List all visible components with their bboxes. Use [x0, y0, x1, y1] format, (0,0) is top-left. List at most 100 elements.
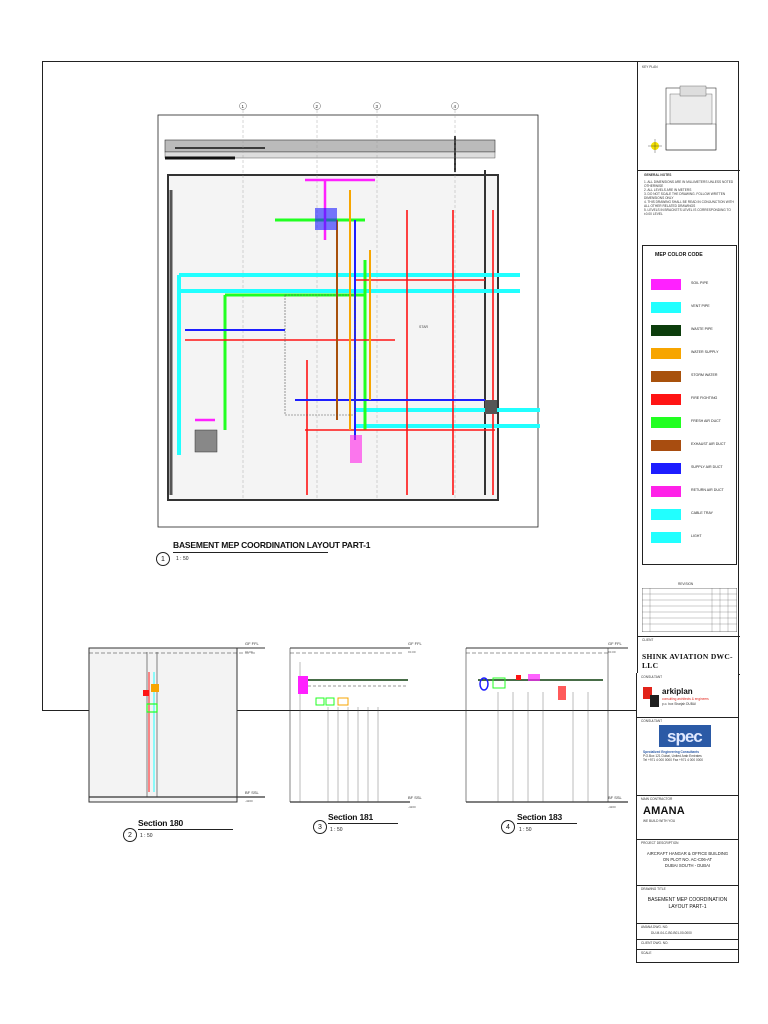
- legend-label: SOIL PIPE: [691, 281, 709, 285]
- divider: [637, 885, 738, 886]
- legend-label: FIRE FIGHTING: [691, 396, 718, 400]
- legend-swatch: [651, 302, 681, 313]
- legend-swatch: [651, 348, 681, 359]
- general-notes-heading: GENERAL NOTES: [644, 173, 672, 177]
- mep-consultant-line2: P.O.Box 121 Dubai, United Arab Emirates: [643, 754, 702, 758]
- divider: [637, 839, 738, 840]
- key-plan-label: KEY PLAN: [642, 65, 658, 69]
- consultant-label: CONSULTANT: [641, 675, 663, 679]
- scale-label: SCALE: [641, 951, 652, 955]
- legend-swatch: [651, 463, 681, 474]
- svg-text:±0.00: ±0.00: [245, 650, 253, 654]
- svg-text:BF SSL: BF SSL: [245, 790, 260, 795]
- legend-label: WATER SUPPLY: [691, 350, 719, 354]
- legend-label: EXHAUST AIR DUCT: [691, 442, 726, 446]
- client-drawing-number-label: CLIENT DWG. NO.: [641, 941, 669, 945]
- consultant-line2: consulting architects & engineers: [662, 697, 709, 701]
- project-label: PROJECT DESCRIPTION: [641, 841, 679, 845]
- svg-text:1: 1: [242, 104, 245, 109]
- project-line: ON PLOT NO. AC-C06-AT: [662, 857, 713, 862]
- section-183-bubble: 4: [501, 820, 515, 834]
- svg-text:-4200: -4200: [408, 805, 416, 809]
- svg-text:±0.00: ±0.00: [608, 650, 616, 654]
- svg-text:spec: spec: [667, 727, 702, 746]
- legend-item: CABLE TRAY: [651, 506, 739, 523]
- contractor-name: AMANA: [643, 805, 685, 817]
- general-notes-list: 1. ALL DIMENSIONS ARE IN MILLIMETERS UNL…: [644, 180, 736, 216]
- legend-item: STORM WATER: [651, 368, 739, 385]
- divider: [637, 717, 738, 718]
- legend-swatch: [651, 325, 681, 336]
- client-label: CLIENT: [642, 638, 654, 642]
- svg-text:BF SSL: BF SSL: [608, 795, 623, 800]
- mep-consultant-name: Specialized Engineering Consultants: [643, 750, 699, 754]
- legend-item: FRESH AIR DUCT: [651, 414, 739, 431]
- legend-label: SUPPLY AIR DUCT: [691, 465, 723, 469]
- drawing-sheet: 1 2 3 4: [42, 61, 740, 842]
- svg-text:-4200: -4200: [245, 799, 253, 803]
- project-line: AIRCRAFT HANGAR & OFFICE BUILDING: [646, 851, 729, 856]
- plan-number-bubble: 1: [156, 552, 170, 566]
- legend-item: RETURN AIR DUCT: [651, 483, 739, 500]
- consultant-line3: p.o. box Sharjah DUBAI: [662, 702, 696, 706]
- mep-consultant-line3: Tel +971 4 000 0000 Fax +971 4 000 0000: [643, 758, 704, 762]
- spec-logo-icon: spec: [659, 725, 711, 747]
- title-block-lower: CONSULTANT arkiplan consulting architect…: [636, 673, 739, 963]
- basement-plan-drawing: 1 2 3 4: [157, 102, 540, 528]
- legend-item: VENT PIPE: [651, 299, 739, 316]
- legend-swatch: [651, 440, 681, 451]
- title-block: KEY PLAN GENERAL NOTES 1. ALL DIMENSIONS…: [637, 62, 740, 712]
- general-note: 2. ALL LEVELS ARE IN METERS: [644, 188, 692, 192]
- svg-text:2: 2: [316, 104, 319, 109]
- general-note: 3. DO NOT SCALE THE DRAWING. FOLLOW WRIT…: [644, 192, 726, 200]
- section-180-underline: [138, 829, 233, 830]
- general-note: 1. ALL DIMENSIONS ARE IN MILLIMETERS UNL…: [644, 180, 734, 188]
- section-180-bubble: 2: [123, 828, 137, 842]
- grid-bubbles: 1 2 3 4: [239, 102, 459, 110]
- consultant-name: arkiplan: [662, 687, 693, 696]
- legend-swatch: [651, 279, 681, 290]
- project-line: DUBAI SOUTH - DUBAI: [664, 863, 711, 868]
- svg-text:GF FFL: GF FFL: [608, 641, 623, 646]
- revision-heading: REVISION: [678, 582, 694, 586]
- divider: [637, 795, 738, 796]
- divider: [637, 939, 738, 940]
- key-plan-drawing: [648, 85, 717, 153]
- section-181-scale: 1 : 50: [330, 827, 343, 833]
- svg-text:STAR: STAR: [419, 325, 429, 329]
- section-181-title: Section 181: [328, 812, 374, 822]
- legend-swatch: [651, 532, 681, 543]
- section-183-title: Section 183: [517, 812, 563, 822]
- legend-item: SUPPLY AIR DUCT: [651, 460, 739, 477]
- section-181-underline: [328, 823, 398, 824]
- section-183-underline: [517, 823, 577, 824]
- contractor-label: MAIN CONTRACTOR: [641, 797, 673, 801]
- svg-text:±0.00: ±0.00: [408, 650, 416, 654]
- legend-item: FIRE FIGHTING: [651, 391, 739, 408]
- svg-text:GF FFL: GF FFL: [245, 641, 260, 646]
- mep-consultant-label: CONSULTANT: [641, 719, 663, 723]
- legend-item: WASTE PIPE: [651, 322, 739, 339]
- legend-label: CABLE TRAY: [691, 511, 714, 515]
- legend-label: FRESH AIR DUCT: [691, 419, 721, 423]
- legend-item: SOIL PIPE: [651, 276, 739, 293]
- drawing-number-label: AMANA DWG. NO.: [641, 925, 669, 929]
- legend-swatch: [651, 417, 681, 428]
- section-181-bubble: 3: [313, 820, 327, 834]
- contractor-tagline: WE BUILD WITH YOU: [643, 819, 676, 823]
- section-183-scale: 1 : 50: [519, 827, 532, 833]
- mep-color-code-table: MEP COLOR CODE SOIL PIPE VENT PIPE WASTE…: [642, 245, 737, 565]
- arkiplan-logo-icon: [643, 687, 659, 707]
- general-note: 4. THIS DRAWING SHALL BE READ IN CONJUNC…: [644, 200, 734, 208]
- legend-swatch: [651, 486, 681, 497]
- svg-text:BF SSL: BF SSL: [408, 795, 423, 800]
- drawing-title-line: BASEMENT MEP COORDINATION: [647, 897, 728, 903]
- section-180-scale: 1 : 50: [140, 833, 153, 839]
- legend-label: WASTE PIPE: [691, 327, 713, 331]
- divider: [637, 923, 738, 924]
- legend-item: LIGHT: [651, 529, 739, 546]
- mep-color-code-heading: MEP COLOR CODE: [655, 252, 703, 258]
- drawing-title-label: DRAWING TITLE: [641, 887, 666, 891]
- legend-swatch: [651, 394, 681, 405]
- plan-title-underline: [173, 552, 328, 553]
